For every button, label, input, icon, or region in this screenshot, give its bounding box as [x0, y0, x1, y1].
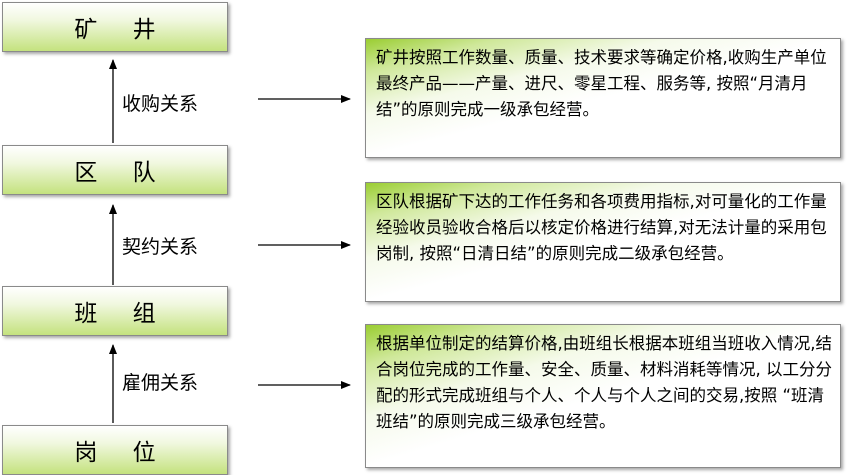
relation-label-employment: 雇佣关系 — [122, 372, 199, 394]
level-box-group: 班 组 — [2, 286, 228, 336]
level-label: 班 组 — [74, 301, 170, 327]
description-text: 矿井按照工作数量、质量、技术要求等确定价格,收购生产单位最终产品——产量、进尺、… — [376, 48, 827, 119]
description-box-2: 区队根据矿下达的工作任务和各项费用指标,对可量化的工作量经验收员验收合格后以核定… — [365, 182, 841, 302]
level-label: 岗 位 — [74, 440, 170, 466]
level-box-mine: 矿 井 — [2, 2, 228, 52]
level-box-post: 岗 位 — [2, 425, 228, 475]
level-label: 区 队 — [74, 160, 170, 186]
level-box-team: 区 队 — [2, 145, 228, 195]
level-label: 矿 井 — [74, 17, 170, 43]
description-text: 区队根据矿下达的工作任务和各项费用指标,对可量化的工作量经验收员验收合格后以核定… — [376, 192, 827, 263]
relation-label-contract: 契约关系 — [122, 236, 199, 258]
relation-label-purchase: 收购关系 — [122, 93, 199, 115]
description-box-1: 矿井按照工作数量、质量、技术要求等确定价格,收购生产单位最终产品——产量、进尺、… — [365, 38, 841, 158]
description-box-3: 根据单位制定的结算价格,由班组长根据本班组当班收入情况,结合岗位完成的工作量、安… — [365, 324, 841, 468]
description-text: 根据单位制定的结算价格,由班组长根据本班组当班收入情况,结合岗位完成的工作量、安… — [376, 334, 832, 431]
